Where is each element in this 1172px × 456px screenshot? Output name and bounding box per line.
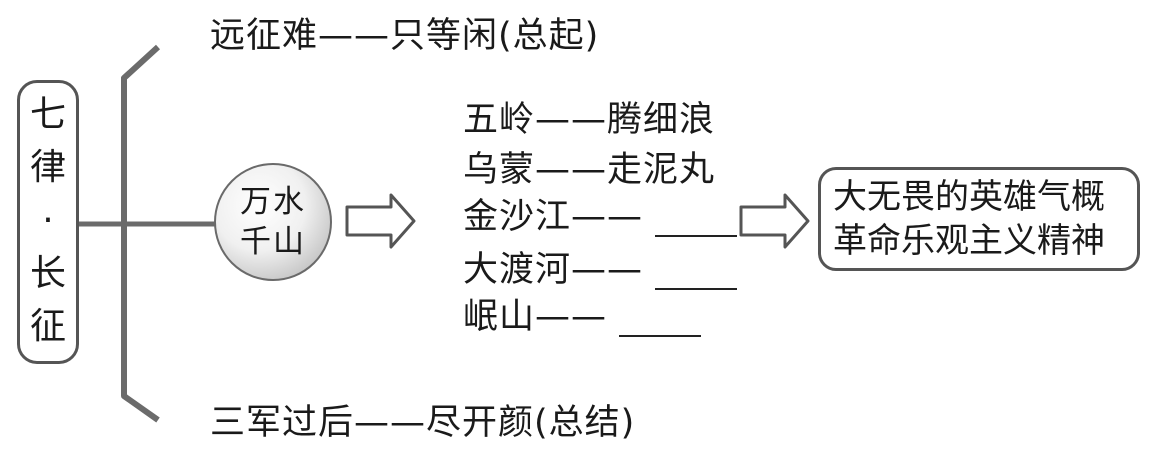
arrow-to-result: [739, 193, 810, 249]
title-char: 长: [29, 253, 66, 294]
answer-blank[interactable]: [655, 254, 738, 290]
detail-item: 岷山——: [463, 297, 702, 337]
title-char: 律: [29, 147, 66, 188]
answer-blank[interactable]: [619, 301, 702, 337]
detail-text: 金沙江——: [463, 197, 644, 237]
detail-text: 五岭——腾细浪: [463, 100, 716, 140]
result-box: 大无畏的英雄气概 革命乐观主义精神: [818, 167, 1140, 271]
detail-text: 大渡河——: [463, 250, 644, 290]
detail-item: 金沙江——: [463, 197, 738, 237]
answer-blank[interactable]: [655, 201, 738, 237]
center-node-line1: 万水: [240, 184, 306, 220]
title-char: 七: [29, 94, 66, 135]
detail-item: 大渡河——: [463, 250, 738, 290]
detail-text: 岷山——: [463, 297, 608, 337]
title-char: 征: [29, 306, 66, 347]
detail-item: 乌蒙——走泥丸: [463, 150, 715, 190]
detail-item: 五岭——腾细浪: [463, 100, 715, 140]
top-branch-text: 远征难——只等闲(总起): [210, 16, 600, 56]
result-line2: 革命乐观主义精神: [833, 221, 1105, 261]
title-box: 七 律 · 长 征: [17, 80, 79, 364]
arrow-to-details: [345, 193, 416, 249]
detail-text: 乌蒙——走泥丸: [463, 150, 716, 190]
center-node: 万水 千山: [214, 163, 332, 281]
title-char: ·: [42, 200, 54, 241]
bottom-branch-text: 三军过后——尽开颜(总结): [210, 403, 636, 443]
main-bracket: [121, 44, 161, 423]
center-node-line2: 千山: [240, 224, 306, 260]
result-line1: 大无畏的英雄气概: [833, 177, 1105, 217]
